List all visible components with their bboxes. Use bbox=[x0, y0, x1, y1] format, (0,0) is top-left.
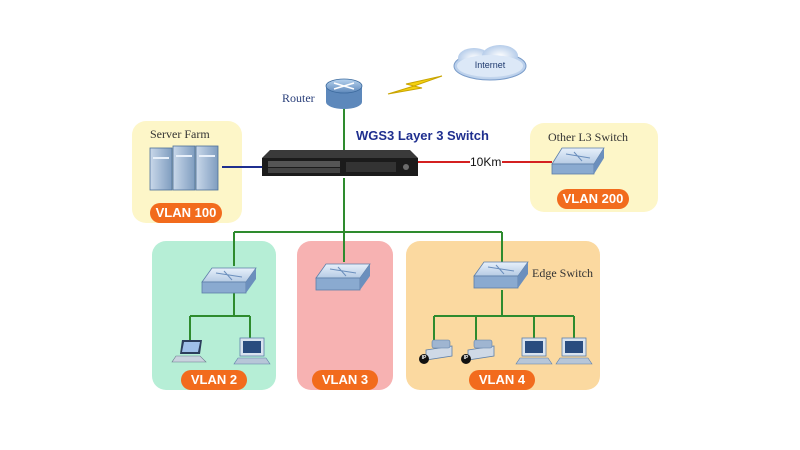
vlan-100-badge: VLAN 100 bbox=[150, 203, 222, 223]
server-farm-icon bbox=[149, 145, 219, 191]
other-l3-switch-icon bbox=[551, 147, 605, 175]
vlan2-switch-icon bbox=[201, 267, 257, 294]
distance-label: 10Km bbox=[470, 155, 502, 169]
laptop-icon bbox=[171, 340, 207, 363]
edge-switch-label: Edge Switch bbox=[532, 266, 593, 280]
ip-phone-icon bbox=[419, 339, 453, 364]
vlan-3-badge: VLAN 3 bbox=[312, 370, 378, 390]
desktop-pc-icon bbox=[515, 337, 553, 365]
vlan-4-badge: VLAN 4 bbox=[469, 370, 535, 390]
core-switch-title: WGS3 Layer 3 Switch bbox=[356, 128, 489, 143]
ip-phone-badge: IP bbox=[463, 355, 469, 361]
ip-phone-badge: IP bbox=[421, 355, 427, 361]
ip-phone-icon bbox=[461, 339, 495, 364]
desktop-pc-icon bbox=[555, 337, 593, 365]
internet-cloud-icon bbox=[453, 45, 527, 81]
other-l3-label: Other L3 Switch bbox=[548, 130, 628, 144]
edge-switch-icon bbox=[473, 261, 529, 289]
desktop-pc-icon bbox=[233, 337, 271, 365]
router-label: Router bbox=[282, 91, 315, 105]
vlan-200-badge: VLAN 200 bbox=[557, 189, 629, 209]
internet-label: Internet bbox=[474, 60, 506, 70]
vlan3-switch-icon bbox=[315, 263, 371, 291]
core-switch-icon bbox=[262, 150, 418, 176]
lightning-bolt-icon bbox=[387, 75, 443, 95]
router-icon bbox=[325, 78, 363, 109]
server-farm-label: Server Farm bbox=[150, 127, 210, 141]
vlan-2-badge: VLAN 2 bbox=[181, 370, 247, 390]
